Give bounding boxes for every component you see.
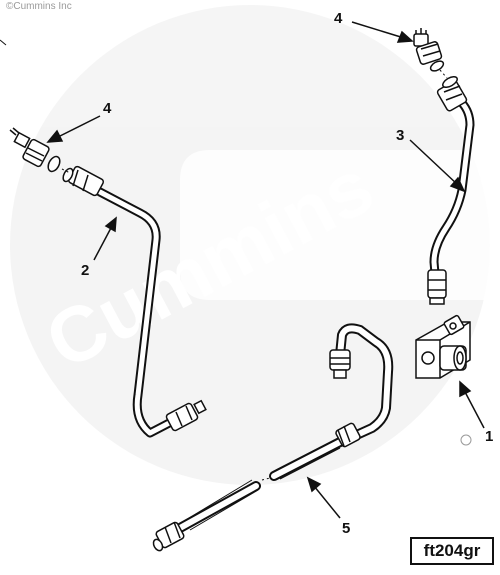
- break-line: [261, 477, 271, 481]
- edge-tick: [0, 39, 7, 46]
- fitting-nut-line5-top: [329, 349, 351, 379]
- fitting-nut-line5-middle: [335, 422, 361, 448]
- watermark-logo: Cummins: [0, 5, 500, 485]
- alignment-line-right: [439, 69, 448, 79]
- fitting-nut-line2-bottom: [165, 399, 207, 432]
- callout-5: 5: [342, 520, 351, 537]
- fitting-nut-line3-top: [436, 75, 468, 112]
- fitting-nut-line2-top: [62, 165, 105, 197]
- tube-line-5: [175, 323, 394, 533]
- copyright-text: ©Cummins Inc: [6, 1, 72, 12]
- fitting-nut-line3-bottom: [427, 269, 447, 305]
- callout-4-left: 4: [103, 100, 112, 117]
- connector-block-1: [415, 314, 471, 379]
- callout-2: 2: [81, 262, 90, 279]
- fitting-nut-line5-bottom: [152, 521, 185, 552]
- callout-4-right: 4: [334, 10, 343, 27]
- leader-arrows: [46, 21, 485, 519]
- figure-id-label: ft204gr: [410, 537, 494, 565]
- alignment-line-left: [61, 168, 71, 174]
- pressure-sensor-right: [413, 28, 445, 72]
- tube-line-3: [429, 98, 475, 290]
- pressure-sensor-left: [9, 127, 61, 173]
- tube-line-2: [95, 187, 180, 438]
- registered-mark: [460, 434, 472, 446]
- callout-1: 1: [485, 428, 494, 445]
- callout-3: 3: [396, 127, 405, 144]
- hose-cover-line5: [183, 439, 341, 531]
